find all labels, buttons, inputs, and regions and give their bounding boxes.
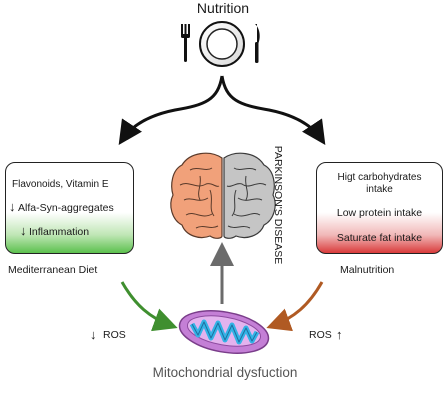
mediterranean-diet-box: Flavonoids, Vitamin E ↓ Alfa-Syn-aggrega… [5,162,134,254]
down-arrow-icon: ↓ [90,327,97,342]
green-arrow [120,281,178,332]
parkinsons-disease-text: PARKINSON'S DISEASE [272,145,284,265]
right-box-line1a: Higt carbohydrates [337,172,422,183]
right-box-line1b: intake [366,184,393,195]
ros-right-label: ROS [309,329,332,341]
nutrition-split-arrows [118,75,326,145]
down-arrow-icon: ↓ [20,223,27,238]
up-arrow-icon: ↑ [336,327,343,342]
down-arrow-icon: ↓ [9,199,16,214]
left-box-line3: Inflammation [29,226,90,238]
parkinsons-disease-label: PARKINSON'S DISEASE [262,146,294,265]
plate-icon [181,21,260,67]
left-box-line2: Alfa-Syn-aggregates [18,202,114,214]
malnutrition-box: Higt carbohydrates intake Low protein in… [316,162,443,254]
brain-icon [170,152,276,239]
left-box-line1: Flavonoids, Vitamin E [12,179,109,190]
mediterranean-diet-label: Mediterranean Diet [8,264,98,276]
right-box-line2: Low protein intake [336,207,423,219]
brown-arrow [266,281,324,332]
fork-icon [181,24,190,62]
malnutrition-label: Malnutrition [340,264,395,276]
ros-left-label: ROS [103,329,126,341]
knife-icon [255,24,260,63]
mitochondrion-icon [178,310,270,354]
nutrition-title: Nutrition [196,0,250,16]
mitochondrial-dysfunction-label: Mitochondrial dysfuction [152,365,298,380]
right-box-line3: Saturate fat intake [336,232,423,244]
